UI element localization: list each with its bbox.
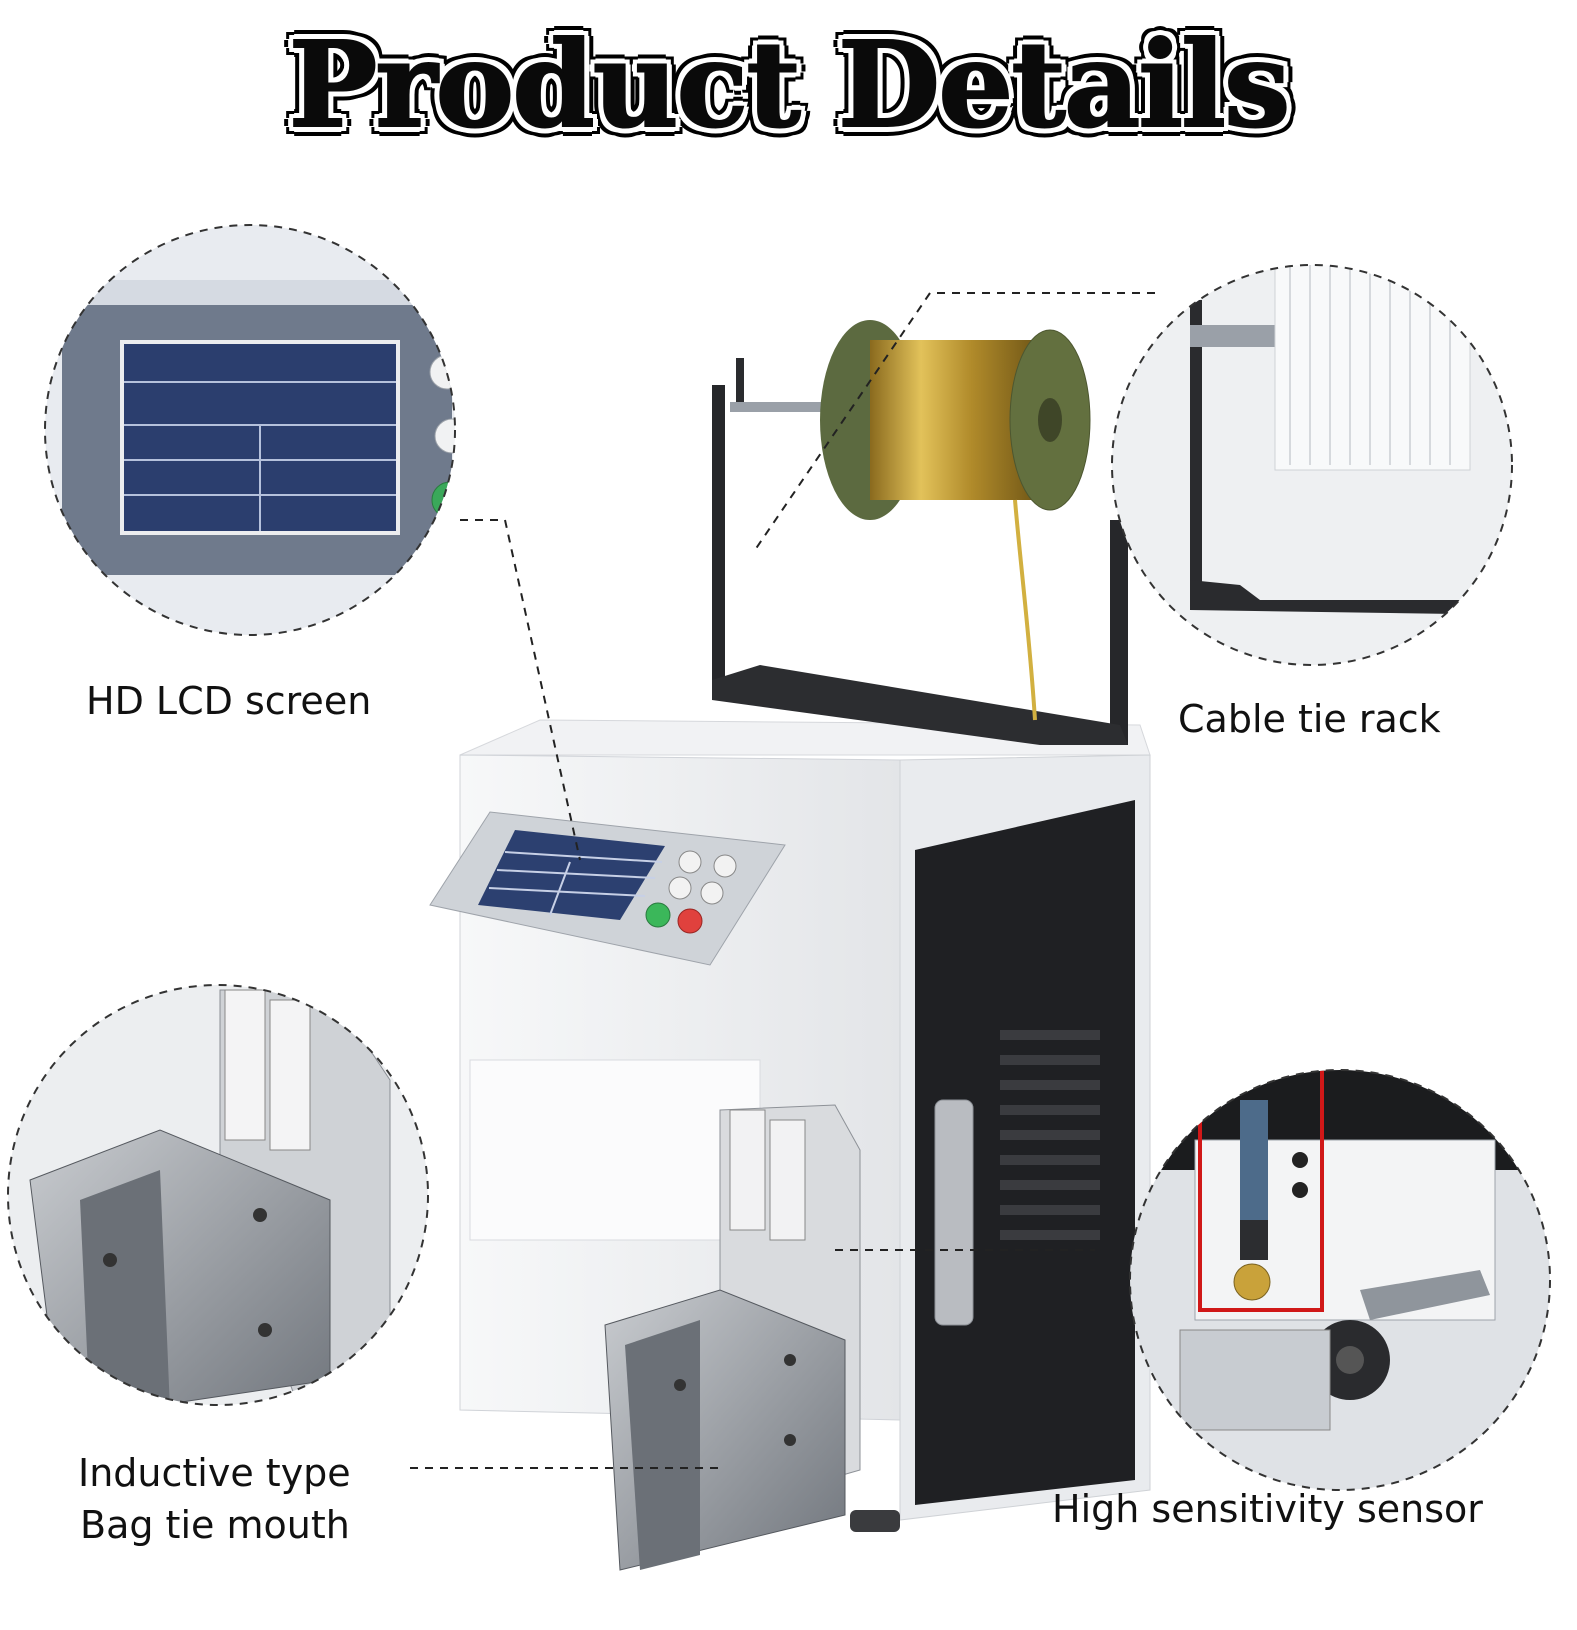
sensor-closeup [1129, 1069, 1551, 1491]
callout-label-rack: Cable tie rack [1178, 697, 1441, 741]
callout-label-lcd: HD LCD screen [86, 679, 372, 723]
front-tie-mouth [604, 1104, 861, 1571]
machine [429, 320, 1151, 1571]
side-vents [1000, 1030, 1100, 1240]
page-title: Product Details [288, 14, 1292, 155]
sensor-highlight-box [1198, 1070, 1324, 1312]
callout-label-sensor: High sensitivity sensor [1052, 1487, 1483, 1531]
rack-closeup [1111, 264, 1513, 666]
lcd-closeup [44, 224, 456, 636]
side-handle [934, 1099, 974, 1326]
callout-label-mouth-line1: Inductive type [78, 1451, 351, 1495]
control-panel [429, 811, 786, 966]
wire-spool [820, 320, 1091, 721]
leader-lines [410, 292, 1155, 1469]
callout-label-mouth-line2: Bag tie mouth [80, 1503, 350, 1547]
mouth-closeup [7, 984, 429, 1406]
